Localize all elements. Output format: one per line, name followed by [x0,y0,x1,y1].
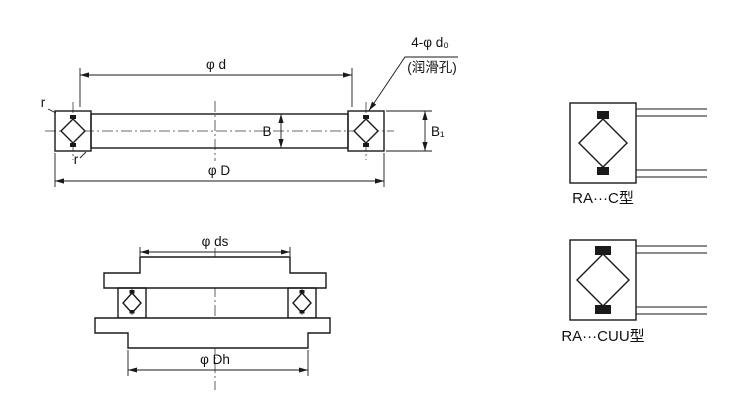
dim-B1-arrow-bottom [422,142,428,151]
dim-B1-arrow-top [422,111,428,120]
dim-ds-arrow-left [140,249,149,255]
ra-c-roller-diamond [578,118,628,168]
lubrication-holes-leader [368,56,458,111]
dim-B-arrow-top [278,114,284,123]
dim-d-arrow-left [80,72,89,78]
ra-cuu-top-seal [595,246,611,255]
dim-label-b1: B₁ [431,124,445,139]
right-ring-block-section [347,110,385,152]
left-roller-bottom-spacer [70,143,76,147]
main-cross-section-view: φ d φ D B B₁ 4-φ d₀ (润滑孔) r r [41,35,458,187]
ra-cuu-ring-section [569,239,637,321]
dim-ds-extension-lines [139,247,291,256]
ra-cuu-lower-rail-lines [636,306,707,315]
dim-B-arrow-bottom [278,139,284,148]
ra-c-upper-rail-lines [636,108,707,117]
mount-right-roller-top-spacer [299,290,305,294]
detail-view-ra-c: RA···C型 [569,102,707,207]
mounting-cross-section-view: φ ds φ Dh [94,234,331,390]
dim-Dh-arrow-right [299,367,308,373]
lubrication-holes-label: 4-φ d₀ [411,35,449,50]
fillet-r-top-leader [47,108,57,114]
right-roller-bottom-spacer [363,143,369,147]
lubrication-holes-arrow [369,101,377,111]
dim-d-extension-lines [79,68,353,107]
mount-right-roller-bottom-spacer [299,310,305,314]
dim-D-arrow-right [375,178,384,184]
inner-shaft-flange-section [103,256,327,289]
mount-left-roller-bottom-spacer [129,310,135,314]
lubrication-holes-note: (润滑孔) [407,60,457,75]
ra-c-ring-section [569,102,637,184]
mount-left-roller-top-spacer [129,290,135,294]
ra-c-bottom-spacer [597,167,609,175]
ra-cuu-roller-diamond [576,253,630,307]
right-roller-diamond [353,118,379,144]
ra-cuu-upper-rail-lines [636,245,707,254]
ra-cuu-bottom-seal [595,305,611,314]
fillet-r-bottom-leader [79,151,87,159]
dim-D-arrow-left [55,178,64,184]
left-roller-diamond [60,118,86,144]
left-ring-block-section [54,110,92,152]
detail-view-ra-cuu: RA···CUU型 [561,239,707,345]
dim-label-phi-dh: φ Dh [200,352,230,367]
dim-label-phi-d: φ d [206,57,226,72]
dim-B1-extension-lines [386,110,432,152]
dim-Dh-arrow-left [128,367,137,373]
dim-d-arrow-right [343,72,352,78]
dim-label-phi-ds: φ ds [202,234,229,249]
housing-section [94,317,331,349]
left-roller-top-spacer [70,115,76,119]
dim-ds-arrow-right [281,249,290,255]
detail-label-ra-cuu: RA···CUU型 [561,328,644,345]
dim-label-b: B [262,124,271,139]
ra-c-top-spacer [597,111,609,119]
fillet-r-bottom-label: r [74,152,79,167]
fillet-r-top-label: r [41,95,46,110]
detail-label-ra-c: RA···C型 [572,190,634,207]
dim-label-phi-D: φ D [208,163,231,178]
right-roller-top-spacer [363,115,369,119]
dim-Dh-extension-lines [127,350,309,376]
ra-c-lower-rail-lines [636,169,707,178]
